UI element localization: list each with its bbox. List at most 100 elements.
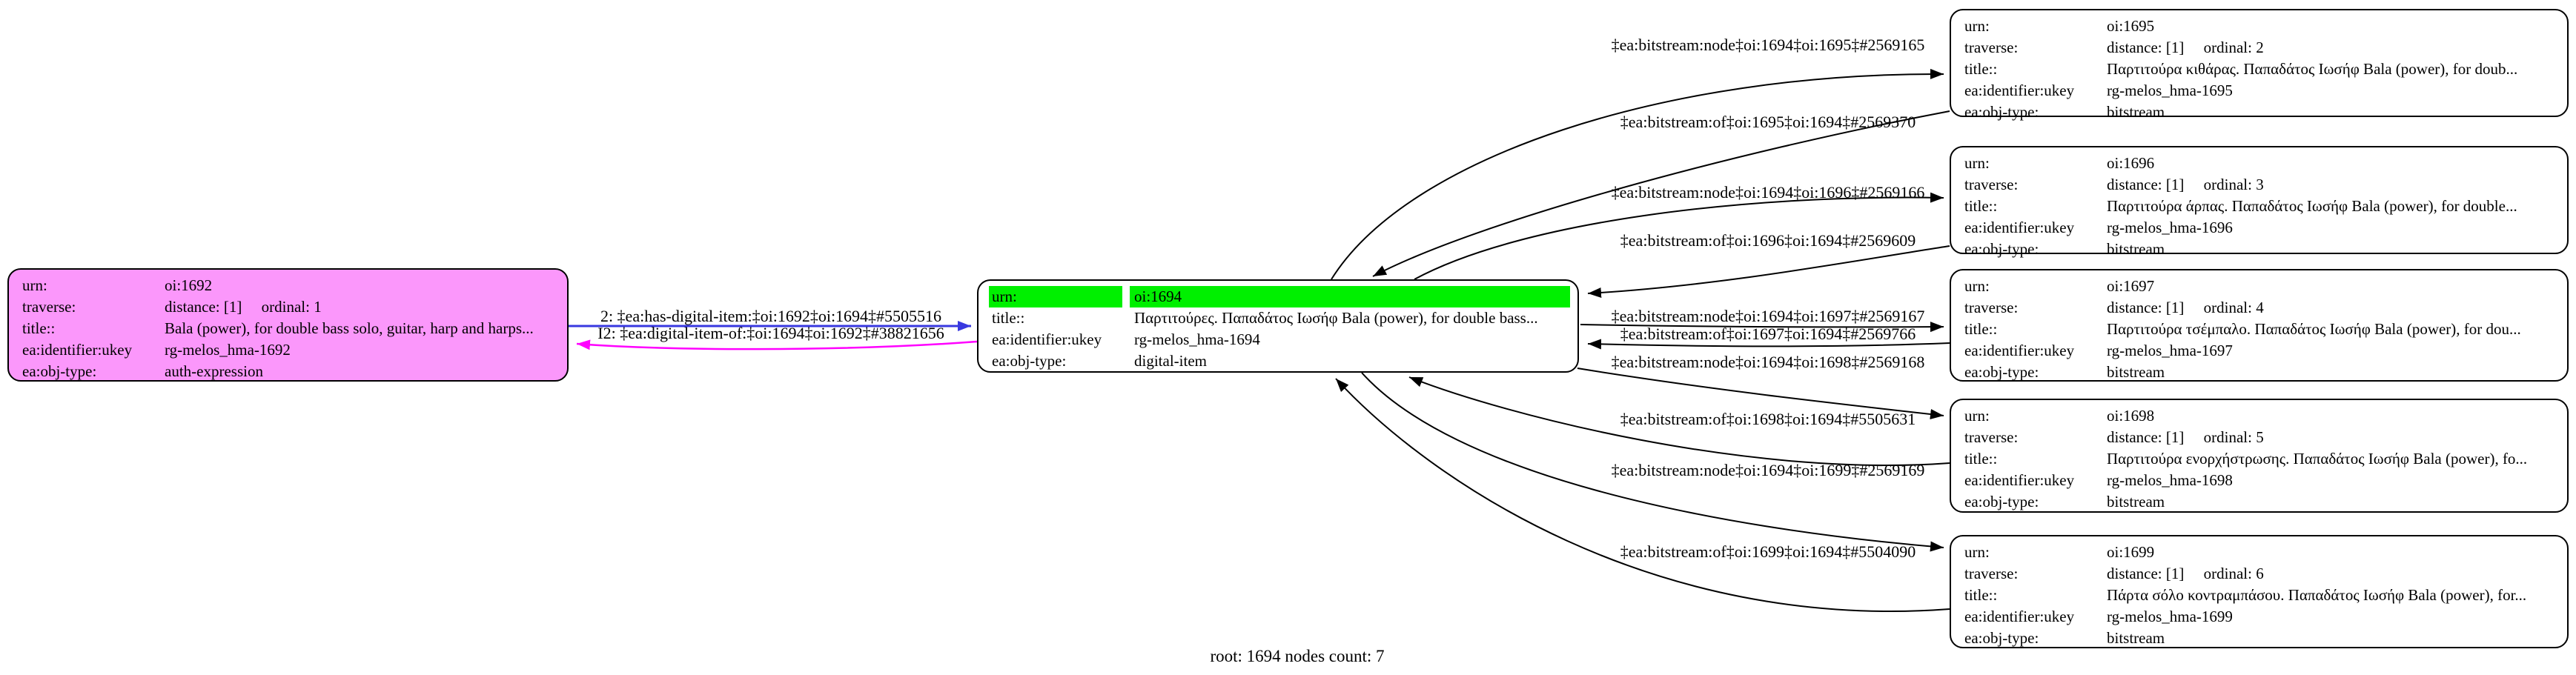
node-row-eaidentifierukey: ea:identifier:ukey rg-melos_hma-1697 xyxy=(1961,340,2560,362)
field-value: rg-melos_hma-1696 xyxy=(2107,219,2233,236)
field-value: Bala (power), for double bass solo, guit… xyxy=(165,319,534,337)
field-label: traverse: xyxy=(22,298,76,316)
edge-bitstream-node-1698 xyxy=(1577,368,1944,419)
field-value: distance: [1] ordinal: 4 xyxy=(2107,299,2264,316)
field-label: title:: xyxy=(1964,586,1998,604)
field-value: Παρτιτούρα άρπας. Παπαδάτος Ιωσήφ Bala (… xyxy=(2107,197,2517,215)
field-value: auth-expression xyxy=(165,362,263,380)
field-value: bitstream xyxy=(2107,493,2165,511)
edge-bitstream-node-1699 xyxy=(1361,372,1944,552)
field-value: Πάρτα σόλο κοντραμπάσου. Παπαδάτος Ιωσήφ… xyxy=(2107,586,2527,604)
field-label: ea:obj-type: xyxy=(1964,493,2039,511)
field-value: rg-melos_hma-1698 xyxy=(2107,471,2233,489)
node-row-eaobj-type: ea:obj-type:bitstream xyxy=(1961,628,2560,649)
edge-label-bitstream-of-1698: ‡ea:bitstream:of‡oi:1698‡oi:1694‡#550563… xyxy=(1620,410,1916,428)
field-label: title:: xyxy=(1964,450,1998,468)
edge-label-bitstream-of-1699: ‡ea:bitstream:of‡oi:1699‡oi:1694‡#550409… xyxy=(1620,542,1916,561)
edge-label-digital-item-of: I2: ‡ea:digital-item-of:‡oi:1694‡oi:1692… xyxy=(597,324,944,342)
node-row-title: title::Παρτιτούρα άρπας. Παπαδάτος Ιωσήφ… xyxy=(1961,196,2560,217)
graph-node-oi1695[interactable]: urn: oi:1695 traverse: distance: [1] ordina… xyxy=(1950,9,2569,121)
edge-label-has-digital-item: 2: ‡ea:has-digital-item:‡oi:1692‡oi:1694… xyxy=(600,307,942,325)
field-label: ea:obj-type: xyxy=(1964,103,2039,121)
field-label: urn: xyxy=(1964,543,1990,561)
field-value: oi:1698 xyxy=(2107,407,2155,425)
field-value: rg-melos_hma-1695 xyxy=(2107,82,2233,99)
field-value: distance: [1] ordinal: 1 xyxy=(165,298,322,316)
node-row-traverse: traverse: distance: [1] ordinal: 1 xyxy=(19,296,560,318)
node-row-eaobj-type: ea:obj-type: bitstream xyxy=(1961,491,2560,513)
field-label: ea:obj-type: xyxy=(992,352,1067,370)
node-row-traverse: traverse: distance: [1] ordinal: 2 xyxy=(1961,37,2560,59)
field-label: urn: xyxy=(1964,17,1990,35)
field-value: Παρτιτούρα τσέμπαλο. Παπαδάτος Ιωσήφ Bal… xyxy=(2107,320,2521,338)
field-label: ea:obj-type: xyxy=(1964,240,2039,258)
field-value: Παρτιτούρα ενορχήστρωσης. Παπαδάτος Ιωσή… xyxy=(2107,450,2528,468)
field-label: traverse: xyxy=(1964,176,2019,193)
node-row-urn: urn: oi:1698 xyxy=(1961,405,2560,427)
node-row-eaobj-type: ea:obj-type: bitstream xyxy=(1961,362,2560,383)
node-row-urn: urn:oi:1699 xyxy=(1961,542,2560,563)
node-row-title: title::Πάρτα σόλο κοντραμπάσου. Παπαδάτο… xyxy=(1961,585,2560,606)
edge-label-bitstream-of-1696: ‡ea:bitstream:of‡oi:1696‡oi:1694‡#256960… xyxy=(1620,231,1916,250)
node-row-urn: urn: oi:1692 xyxy=(19,275,560,296)
node-row-urn: urn:oi:1696 xyxy=(1961,153,2560,174)
field-value: oi:1697 xyxy=(2107,277,2155,295)
node-row-eaidentifierukey: ea:identifier:ukey rg-melos_hma-1696 xyxy=(1961,217,2560,239)
edge-label-bitstream-of-1695: ‡ea:bitstream:of‡oi:1695‡oi:1694‡#256937… xyxy=(1620,113,1916,131)
graph-node-oi1698[interactable]: urn: oi:1698 traverse:distance: [1] ordina… xyxy=(1950,399,2569,513)
field-label: traverse: xyxy=(1964,299,2019,316)
field-label: ea:identifier:ukey xyxy=(1964,342,2075,359)
field-value: oi:1692 xyxy=(165,276,213,294)
graph-caption: root: 1694 nodes count: 7 xyxy=(1210,647,1385,665)
field-value: Παρτιτούρα κιθάρας. Παπαδάτος Ιωσήφ Bala… xyxy=(2107,60,2518,78)
field-label: urn: xyxy=(1964,154,1990,172)
node-row-eaobj-type: ea:obj-type: bitstream xyxy=(1961,102,2560,123)
field-value: distance: [1] ordinal: 6 xyxy=(2107,565,2264,582)
node-row-traverse: traverse:distance: [1] ordinal: 5 xyxy=(1961,427,2560,448)
field-value: bitstream xyxy=(2107,240,2165,258)
graph-node-oi1699[interactable]: urn:oi:1699 traverse: distance: [1] ordina… xyxy=(1950,535,2569,648)
field-label: title:: xyxy=(1964,320,1998,338)
field-label: traverse: xyxy=(1964,39,2019,56)
field-label: title:: xyxy=(22,319,56,337)
field-label: urn: xyxy=(989,286,1122,307)
node-row-urn: urn: oi:1694 xyxy=(989,286,1570,307)
edge-label-bitstream-node-1699: ‡ea:bitstream:node‡oi:1694‡oi:1699‡#2569… xyxy=(1611,461,1925,479)
field-value: rg-melos_hma-1699 xyxy=(2107,608,2233,625)
node-row-title: title::Bala (power), for double bass sol… xyxy=(19,318,560,339)
node-row-eaobj-type: ea:obj-type: auth-expression xyxy=(19,361,560,382)
edge-label-bitstream-node-1695: ‡ea:bitstream:node‡oi:1694‡oi:1695‡#2569… xyxy=(1611,36,1925,54)
field-value: distance: [1] ordinal: 2 xyxy=(2107,39,2264,56)
field-value: bitstream xyxy=(2107,103,2165,121)
graph-node-oi1692[interactable]: urn: oi:1692 traverse: distance: [1] ordina… xyxy=(7,268,569,382)
field-label: traverse: xyxy=(1964,428,2019,446)
field-value: oi:1694 xyxy=(1130,286,1570,307)
field-value: bitstream xyxy=(2107,629,2165,647)
node-row-traverse: traverse: distance: [1] ordinal: 6 xyxy=(1961,563,2560,585)
node-row-traverse: traverse: distance: [1] ordinal: 4 xyxy=(1961,297,2560,319)
field-label: traverse: xyxy=(1964,565,2019,582)
field-value: oi:1695 xyxy=(2107,17,2155,35)
field-value: digital-item xyxy=(1134,352,1207,370)
field-value: rg-melos_hma-1697 xyxy=(2107,342,2233,359)
field-label: ea:obj-type: xyxy=(22,362,97,380)
field-value: bitstream xyxy=(2107,363,2165,381)
field-label: ea:identifier:ukey xyxy=(1964,219,2075,236)
node-row-title: title::Παρτιτούρα τσέμπαλο. Παπαδάτος Ιω… xyxy=(1961,319,2560,340)
field-label: urn: xyxy=(1964,407,1990,425)
field-label: title:: xyxy=(992,309,1025,327)
edge-label-bitstream-node-1697: ‡ea:bitstream:node‡oi:1694‡oi:1697‡#2569… xyxy=(1611,307,1925,325)
node-row-urn: urn: oi:1695 xyxy=(1961,16,2560,37)
field-label: ea:obj-type: xyxy=(1964,363,2039,381)
node-row-title: title::Παρτιτούρα ενορχήστρωσης. Παπαδάτ… xyxy=(1961,448,2560,470)
field-label: urn: xyxy=(22,276,47,294)
edge-label-bitstream-node-1698: ‡ea:bitstream:node‡oi:1694‡oi:1698‡#2569… xyxy=(1611,353,1925,371)
node-row-traverse: traverse:distance: [1] ordinal: 3 xyxy=(1961,174,2560,196)
node-row-eaobj-type: ea:obj-type: bitstream xyxy=(1961,239,2560,260)
